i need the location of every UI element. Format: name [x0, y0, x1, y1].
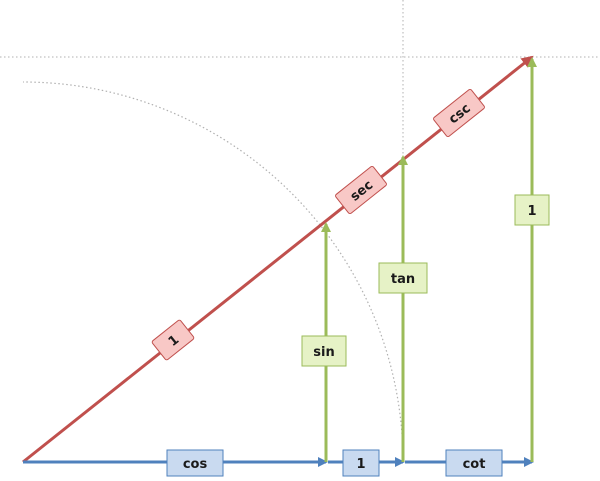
hyp-one-label: 1	[151, 319, 195, 361]
tan-label: tan	[378, 262, 428, 294]
sin-text: sin	[313, 345, 334, 360]
cos-text: cos	[183, 457, 208, 472]
vert-one-label: 1	[514, 194, 550, 226]
base-one-text: 1	[356, 457, 365, 472]
cot-text: cot	[463, 457, 486, 472]
sec-label: sec	[335, 165, 387, 215]
sin-label: sin	[301, 335, 347, 367]
tan-text: tan	[391, 272, 415, 287]
cos-label: cos	[166, 449, 224, 477]
vert-one-text: 1	[527, 204, 536, 219]
base-one-label: 1	[342, 449, 380, 477]
unit-circle-arc	[22, 81, 404, 463]
cot-label: cot	[445, 449, 503, 477]
